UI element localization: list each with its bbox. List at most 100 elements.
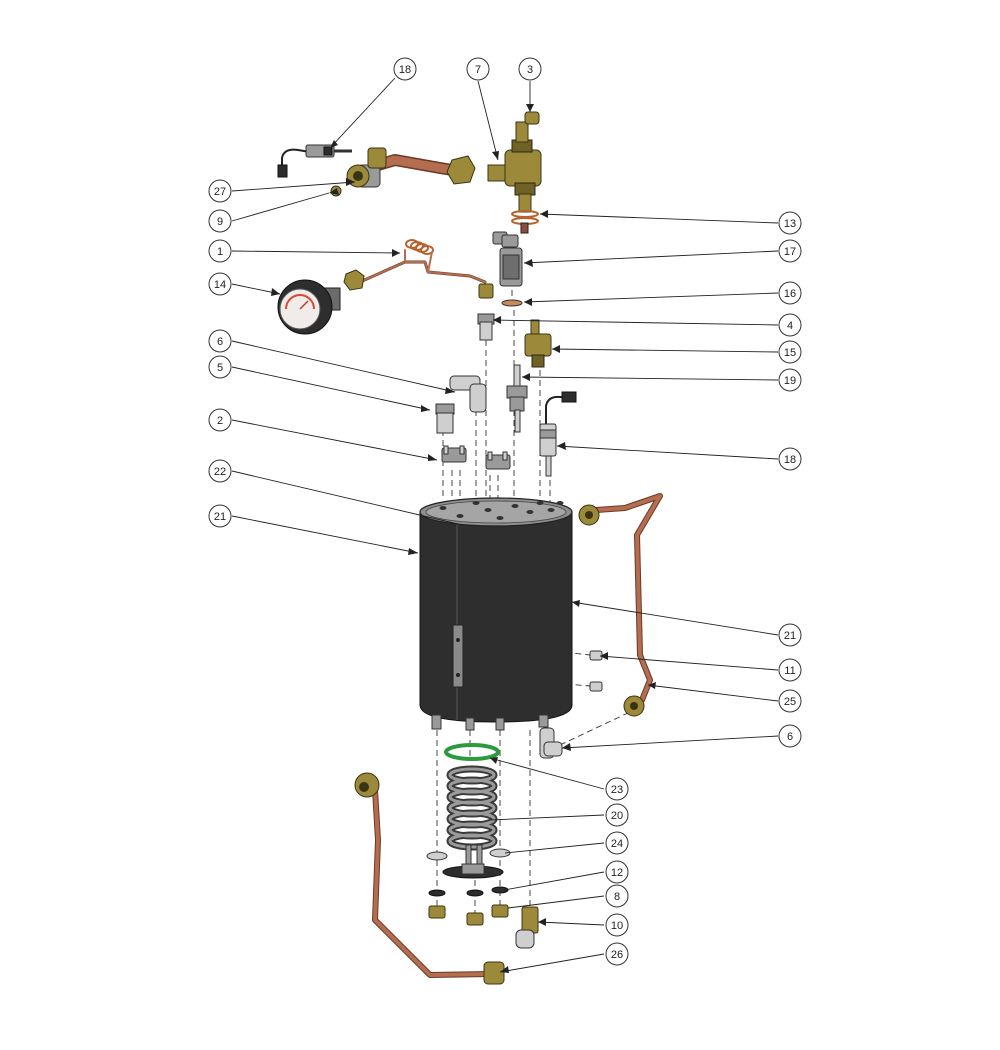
- callout-18: 18: [393, 57, 417, 81]
- callout-label: 3: [527, 64, 533, 76]
- callout-circle: [778, 689, 802, 713]
- callout-circle: [393, 57, 417, 81]
- callout-15: 15: [778, 340, 802, 364]
- callout-label: 18: [784, 454, 796, 466]
- steam-pipe-assembly: [277, 111, 542, 234]
- callout-12: 12: [605, 860, 629, 884]
- callout-label: 8: [614, 891, 620, 903]
- callout-25: 25: [778, 689, 802, 713]
- callout-label: 10: [611, 920, 623, 932]
- callout-8: 8: [605, 884, 629, 908]
- callout-circle: [778, 211, 802, 235]
- callout-circle: [208, 239, 232, 263]
- callout-circle: [778, 368, 802, 392]
- mounting-bracket: [452, 624, 464, 688]
- callout-label: 11: [784, 665, 795, 677]
- callout-circle: [605, 942, 629, 966]
- callout-6: 6: [778, 724, 802, 748]
- callout-19: 19: [778, 368, 802, 392]
- callout-circle: [208, 329, 232, 353]
- callout-label: 22: [214, 466, 226, 478]
- gasket-23: [444, 743, 500, 761]
- callout-9: 9: [208, 209, 232, 233]
- callout-21: 21: [778, 623, 802, 647]
- leader-lines: [231, 77, 779, 973]
- callout-3: 3: [518, 57, 542, 81]
- callout-label: 26: [611, 949, 623, 961]
- callout-circle: [208, 179, 232, 203]
- check-valve-17: [492, 231, 523, 307]
- callout-label: 2: [217, 415, 223, 427]
- callout-circle: [605, 913, 629, 937]
- pressure-gauge-assembly: [277, 239, 494, 335]
- callout-22: 22: [208, 459, 232, 483]
- lid-holes: [439, 501, 564, 520]
- callout-label: 18: [399, 64, 411, 76]
- callout-17: 17: [778, 239, 802, 263]
- callout-21: 21: [208, 504, 232, 528]
- callout-7: 7: [466, 57, 490, 81]
- callout-6: 6: [208, 329, 232, 353]
- thermostats-2: [441, 445, 511, 470]
- callout-label: 14: [214, 279, 226, 291]
- fitting-10: [515, 906, 539, 949]
- callout-5: 5: [208, 355, 232, 379]
- callout-circle: [778, 724, 802, 748]
- callout-label: 25: [784, 696, 796, 708]
- fitting-4: [477, 313, 495, 341]
- callout-circle: [605, 803, 629, 827]
- callout-circle: [778, 281, 802, 305]
- callout-circle: [605, 777, 629, 801]
- callout-circle: [208, 209, 232, 233]
- callout-label: 20: [611, 810, 623, 822]
- callout-circle: [605, 884, 629, 908]
- callout-circle: [208, 504, 232, 528]
- callout-label: 21: [784, 630, 796, 642]
- callout-13: 13: [778, 211, 802, 235]
- callout-circle: [518, 57, 542, 81]
- callout-circle: [208, 408, 232, 432]
- callout-16: 16: [778, 281, 802, 305]
- hardware-24-12-8: [426, 848, 511, 926]
- callout-label: 12: [611, 867, 623, 879]
- boiler-body: [419, 511, 573, 723]
- callout-11: 11: [778, 658, 802, 682]
- callout-label: 6: [787, 731, 793, 743]
- callout-label: 17: [784, 246, 796, 258]
- callout-label: 5: [217, 362, 223, 374]
- callout-circle: [778, 340, 802, 364]
- callout-circle: [605, 831, 629, 855]
- callout-1: 1: [208, 239, 232, 263]
- probe-19: [506, 364, 528, 433]
- elbow-6-lower: [539, 727, 563, 759]
- callout-circle: [466, 57, 490, 81]
- callout-4: 4: [778, 313, 802, 337]
- screws: [589, 650, 603, 692]
- fitting-5: [435, 403, 455, 434]
- callout-10: 10: [605, 913, 629, 937]
- callout-24: 24: [605, 831, 629, 855]
- callout-label: 16: [784, 288, 796, 300]
- callout-circle: [605, 860, 629, 884]
- pressure-switch-15: [524, 319, 552, 368]
- callout-20: 20: [605, 803, 629, 827]
- callout-18: 18: [778, 447, 802, 471]
- callout-label: 4: [787, 320, 793, 332]
- elbow-6-upper: [449, 375, 487, 413]
- callout-2: 2: [208, 408, 232, 432]
- callout-26: 26: [605, 942, 629, 966]
- callout-label: 6: [217, 336, 223, 348]
- callout-27: 27: [208, 179, 232, 203]
- callout-circle: [778, 658, 802, 682]
- callout-label: 7: [475, 64, 481, 76]
- callout-label: 15: [784, 347, 796, 359]
- callout-circle: [778, 239, 802, 263]
- callout-label: 24: [611, 838, 623, 850]
- callout-circle: [778, 313, 802, 337]
- pipe-26: [354, 772, 505, 985]
- boiler-assembly: [419, 497, 573, 731]
- callout-14: 14: [208, 272, 232, 296]
- callout-label: 27: [214, 186, 226, 198]
- callout-circle: [208, 272, 232, 296]
